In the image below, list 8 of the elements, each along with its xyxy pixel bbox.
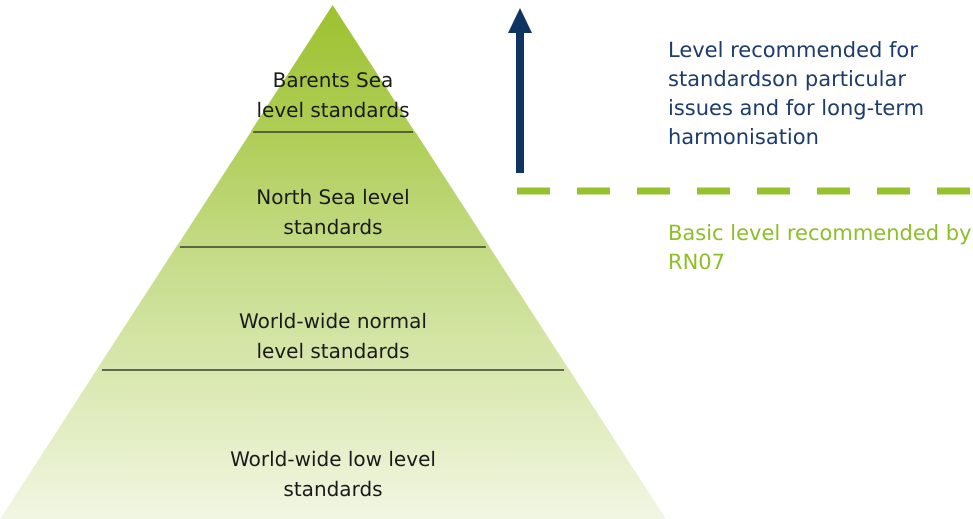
pyramid-level <box>176 131 490 246</box>
level-label: World-wide low level standards <box>229 446 437 503</box>
note-text: Basic level recommended by RN07 <box>668 220 973 276</box>
level-label: World-wide normal level standards <box>238 308 428 365</box>
pyramid-level <box>0 369 666 519</box>
pyramid-level <box>97 246 569 369</box>
level-label: North Sea level standards <box>255 184 411 241</box>
note-text: Level recommended for standardson particular issues and for long-term harmonisation <box>668 37 926 151</box>
